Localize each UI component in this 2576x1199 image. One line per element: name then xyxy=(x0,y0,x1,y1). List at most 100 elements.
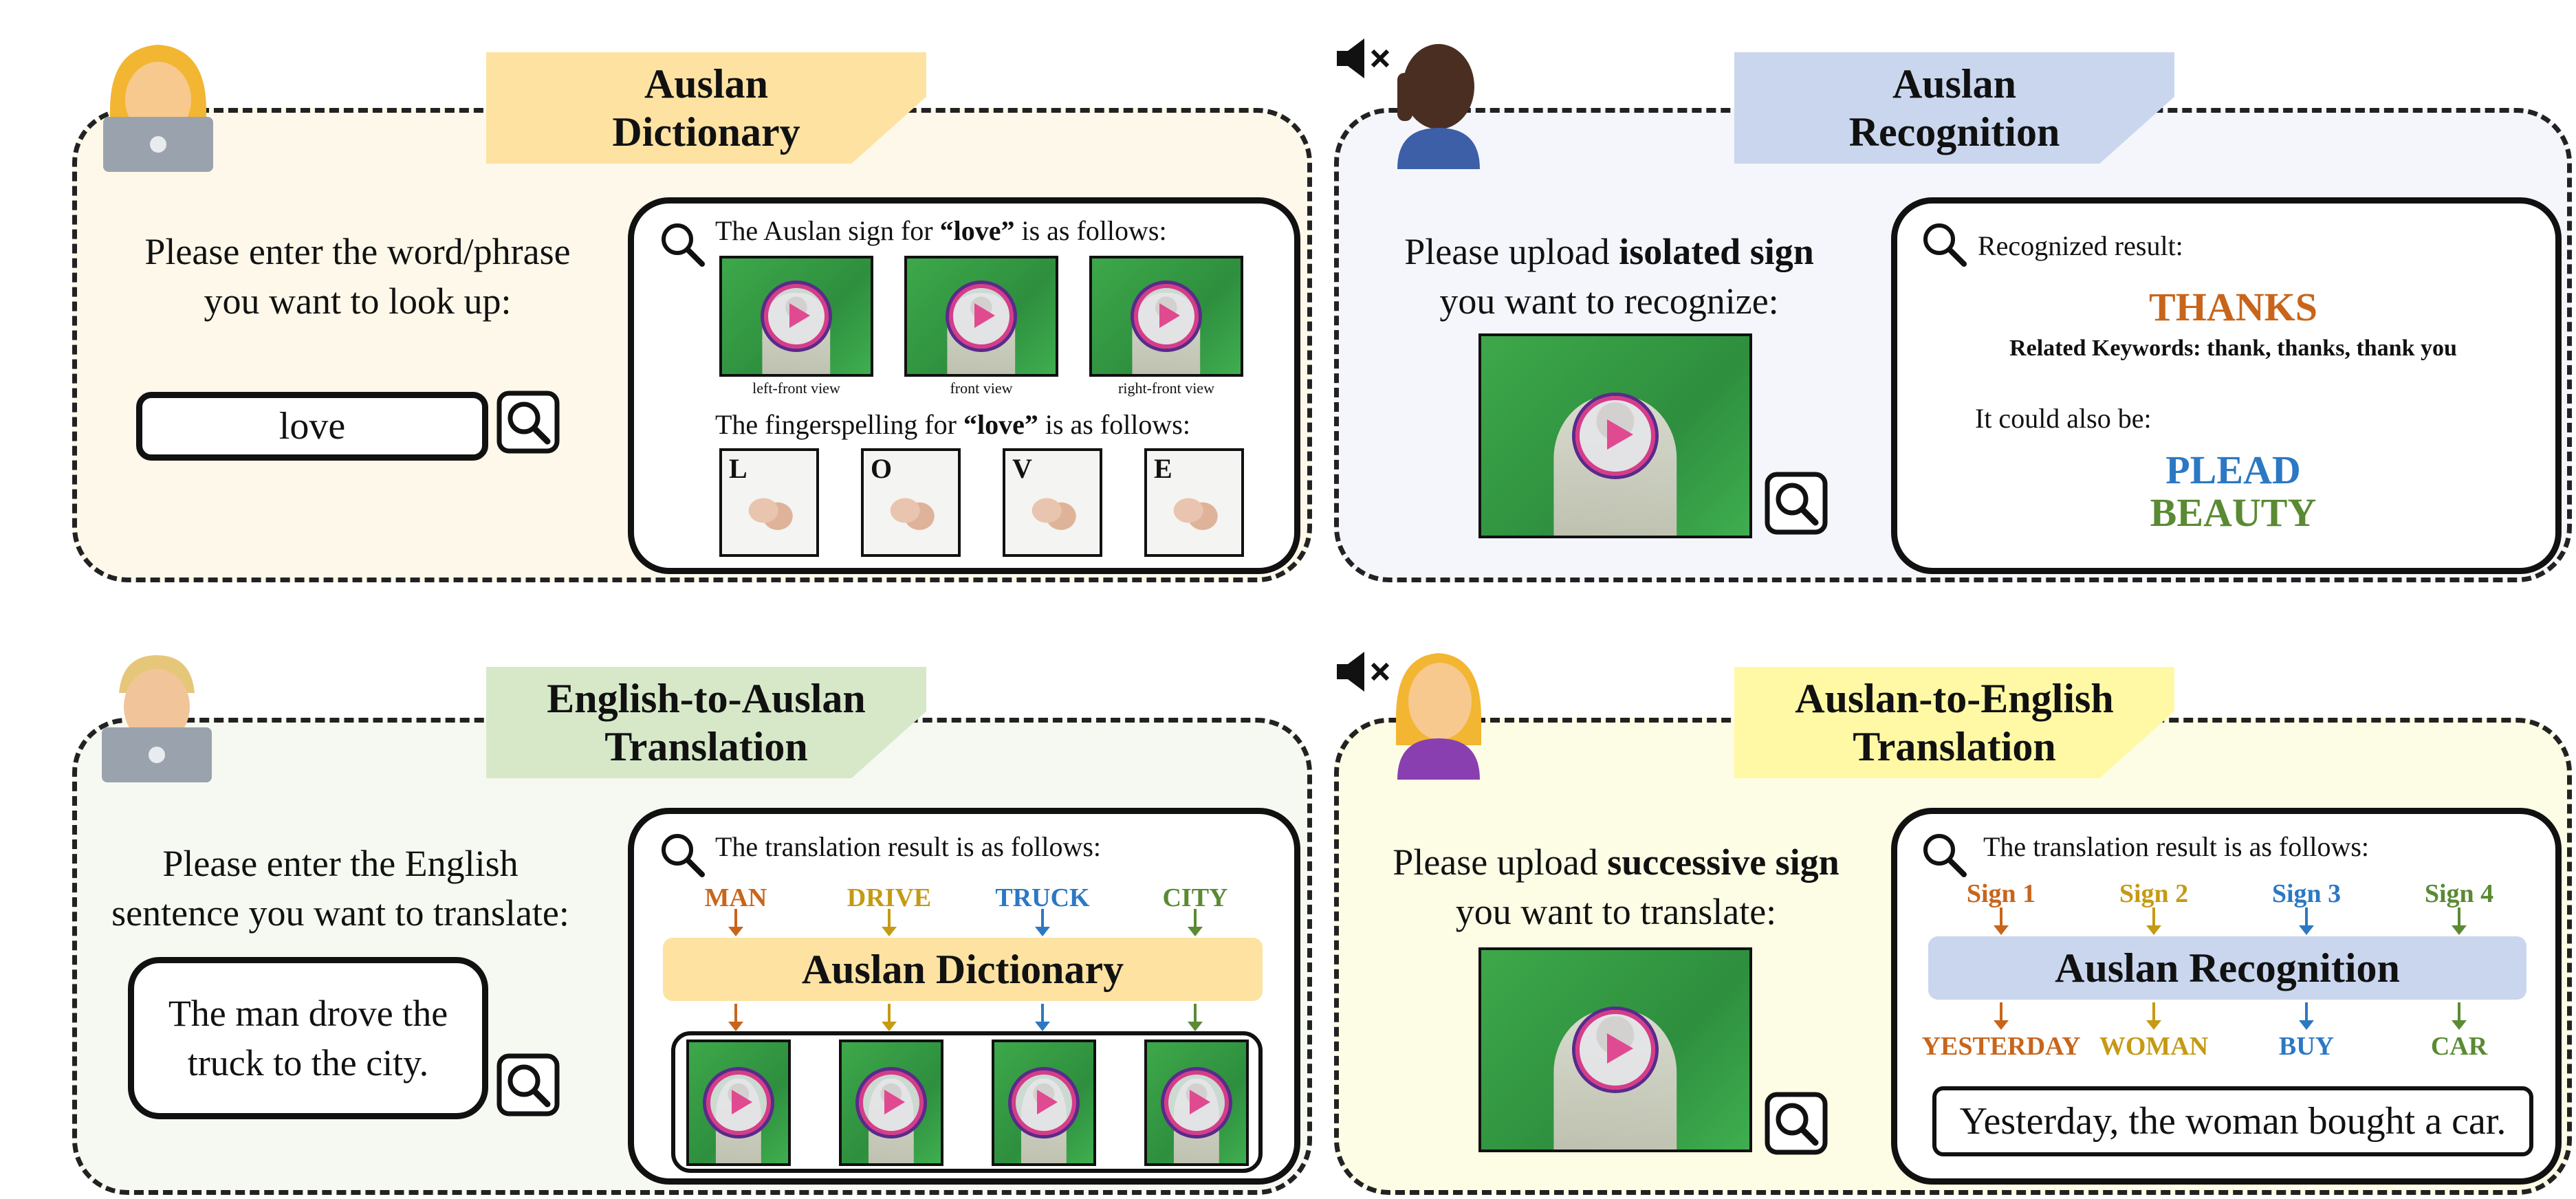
au2en-result-label: The translation result is as follows: xyxy=(1983,831,2370,862)
arrow xyxy=(1035,1004,1050,1031)
dictionary-result-heading: The Auslan sign for “love” is as follows… xyxy=(715,215,1167,246)
en2au-title-line2: Translation xyxy=(604,724,808,769)
fingerspell-letter-o: O xyxy=(861,448,961,557)
arrow xyxy=(1994,1002,2009,1030)
sign-video[interactable] xyxy=(1144,1040,1249,1166)
dictionary-title-line2: Dictionary xyxy=(612,109,800,155)
magnifier-icon xyxy=(657,829,706,879)
magnifier-icon xyxy=(1765,472,1828,535)
fingerspell-letter-e: E xyxy=(1144,448,1244,557)
gloss-label: MAN xyxy=(704,883,767,912)
au2en-search-button[interactable] xyxy=(1765,1092,1828,1155)
arrow xyxy=(1994,908,2009,935)
arrow xyxy=(2452,908,2467,935)
top-result: THANKS xyxy=(2149,285,2317,329)
sign-label: Sign 4 xyxy=(2424,879,2494,908)
related-keywords: Related Keywords: thank, thanks, thank y… xyxy=(2009,336,2457,361)
play-icon[interactable] xyxy=(1164,1070,1229,1135)
view-label: front view xyxy=(950,380,1013,397)
recognized-result-label: Recognized result: xyxy=(1978,230,2183,261)
sign-label: Sign 3 xyxy=(2271,879,2342,908)
translated-sentence: Yesterday, the woman bought a car. xyxy=(1932,1086,2533,1156)
recognition-title-line1: Auslan xyxy=(1892,61,2017,107)
play-icon[interactable] xyxy=(1575,1010,1655,1090)
sign-video[interactable] xyxy=(686,1040,791,1166)
sign-label: Sign 1 xyxy=(1966,879,2036,908)
output-gloss: WOMAN xyxy=(2099,1032,2209,1061)
arrow xyxy=(1035,909,1050,936)
recognition-search-button[interactable] xyxy=(1765,472,1828,535)
successive-sign-upload[interactable] xyxy=(1478,947,1752,1152)
dictionary-search-button[interactable] xyxy=(496,390,560,454)
arrow xyxy=(1188,909,1203,936)
sign-video[interactable] xyxy=(839,1040,943,1166)
play-icon[interactable] xyxy=(1012,1070,1076,1135)
alternative-result: PLEAD xyxy=(2165,448,2301,492)
output-gloss: CAR xyxy=(2430,1032,2488,1061)
arrow xyxy=(2146,1002,2161,1030)
recognition-result-box xyxy=(1891,197,2562,574)
output-gloss: BUY xyxy=(2278,1032,2335,1061)
gloss-label: DRIVE xyxy=(847,883,932,912)
sign-video[interactable] xyxy=(992,1040,1096,1166)
front-video[interactable] xyxy=(904,256,1058,377)
magnifier-icon xyxy=(1765,1092,1828,1155)
en2au-title-line1: English-to-Auslan xyxy=(547,676,866,721)
output-gloss: YESTERDAY xyxy=(1921,1032,2081,1061)
deaf-person-icon xyxy=(1384,642,1488,780)
deaf-person-icon xyxy=(1384,32,1488,169)
arrow xyxy=(2299,1002,2314,1030)
en2au-result-label: The translation result is as follows: xyxy=(715,831,1102,862)
view-label: right-front view xyxy=(1118,380,1214,397)
dictionary-search-input[interactable]: love xyxy=(136,392,488,461)
play-icon[interactable] xyxy=(1575,396,1655,476)
gloss-label: CITY xyxy=(1162,883,1228,912)
woman-laptop-icon xyxy=(96,34,220,172)
au2en-title-line1: Auslan-to-English xyxy=(1795,676,2114,721)
right-front-video[interactable] xyxy=(1089,256,1243,377)
magnifier-icon xyxy=(1919,219,1968,268)
arrow xyxy=(2146,908,2161,935)
arrow xyxy=(882,909,897,936)
view-label: left-front view xyxy=(752,380,840,397)
gloss-label: TRUCK xyxy=(995,883,1090,912)
also-label: It could also be: xyxy=(1975,403,2152,434)
auslan-recognition-bar: Auslan Recognition xyxy=(1928,936,2526,1000)
fingerspell-letter-v: V xyxy=(1003,448,1102,557)
alternative-result: BEAUTY xyxy=(2150,490,2317,535)
magnifier-icon xyxy=(496,390,560,454)
dictionary-title-line1: Auslan xyxy=(644,61,769,107)
au2en-title-line2: Translation xyxy=(1853,724,2056,769)
arrow xyxy=(728,1004,743,1031)
arrow xyxy=(2452,1002,2467,1030)
man-laptop-icon xyxy=(95,645,219,782)
arrow xyxy=(728,909,743,936)
sign-label: Sign 2 xyxy=(2119,879,2189,908)
play-icon[interactable] xyxy=(859,1070,924,1135)
muted-speaker-icon xyxy=(1334,36,1392,81)
magnifier-icon xyxy=(496,1053,560,1116)
magnifier-icon xyxy=(1919,829,1968,879)
play-icon[interactable] xyxy=(706,1070,771,1135)
arrow xyxy=(882,1004,897,1031)
recognition-title-line2: Recognition xyxy=(1848,109,2060,155)
arrow xyxy=(1188,1004,1203,1031)
arrow xyxy=(2299,908,2314,935)
isolated-sign-upload[interactable] xyxy=(1478,333,1752,538)
fingerspell-letter-l: L xyxy=(719,448,819,557)
en2au-search-button[interactable] xyxy=(496,1053,560,1116)
play-icon[interactable] xyxy=(1134,284,1199,349)
magnifier-icon xyxy=(657,219,706,268)
left-front-video[interactable] xyxy=(719,256,873,377)
play-icon[interactable] xyxy=(949,284,1014,349)
play-icon[interactable] xyxy=(764,284,829,349)
